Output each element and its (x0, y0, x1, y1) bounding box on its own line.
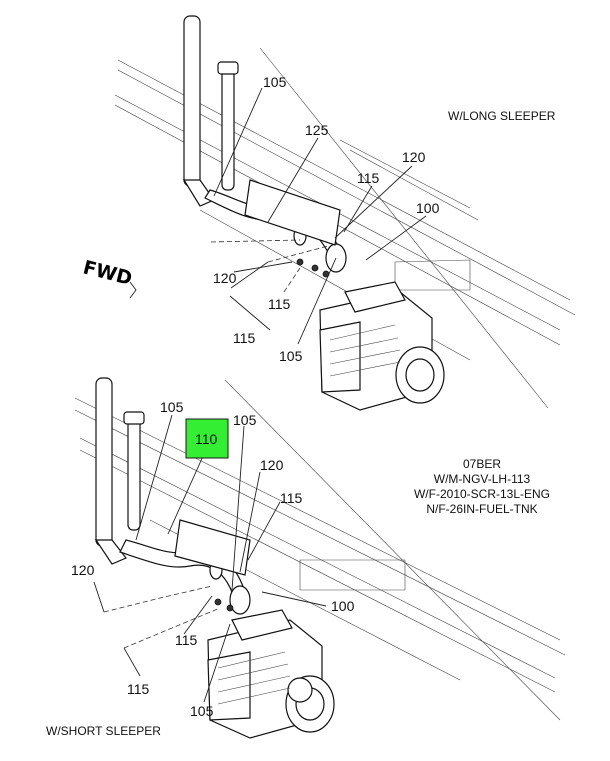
note-line: W/M-NGV-LH-113 (434, 472, 531, 486)
callout-115: 115 (233, 330, 256, 346)
callout-125: 125 (305, 122, 329, 138)
aftertreatment-top (319, 281, 445, 411)
note-line: W/F-2010-SCR-13L-ENG (414, 487, 550, 501)
callout-105: 105 (233, 412, 257, 428)
exhaust-stack-top (182, 15, 239, 207)
note-line: 07BER (463, 457, 501, 471)
callout-110: 110 (195, 431, 218, 447)
note-line: N/F-26IN-FUEL-TNK (426, 502, 537, 516)
callout-120: 120 (402, 149, 426, 165)
aftertreatment-bottom (207, 609, 335, 739)
callout-120: 120 (260, 457, 284, 473)
long-sleeper-caption: W/LONG SLEEPER (448, 109, 556, 123)
callout-115: 115 (127, 681, 150, 697)
callout-115: 115 (268, 296, 291, 312)
callouts-bottom: 105 105 120 115 120 100 115 115 105 (71, 399, 355, 719)
applicability-notes: 07BER W/M-NGV-LH-113 W/F-2010-SCR-13L-EN… (414, 457, 550, 516)
callout-105: 105 (190, 703, 214, 719)
bracket-top (244, 179, 341, 278)
callout-115: 115 (357, 170, 380, 186)
callout-120: 120 (71, 562, 95, 578)
short-sleeper-caption: W/SHORT SLEEPER (46, 724, 161, 738)
leaders-top (210, 87, 427, 345)
leaders-bottom (93, 414, 327, 703)
callout-105: 105 (160, 399, 184, 415)
fwd-label: FWD (81, 257, 135, 290)
callout-100: 100 (331, 598, 355, 614)
callout-100: 100 (416, 200, 440, 216)
fwd-arrow: FWD (81, 257, 137, 299)
exhaust-stack-bottom (94, 377, 145, 565)
callout-115: 115 (175, 632, 198, 648)
highlight-110: 110 (185, 418, 229, 459)
callout-115: 115 (280, 490, 303, 506)
callout-105: 105 (279, 348, 303, 364)
callouts-top: 105 125 120 115 100 120 115 115 105 (213, 74, 440, 364)
callout-105: 105 (263, 74, 287, 90)
bracket-bottom (174, 519, 251, 612)
callout-120: 120 (213, 270, 237, 286)
